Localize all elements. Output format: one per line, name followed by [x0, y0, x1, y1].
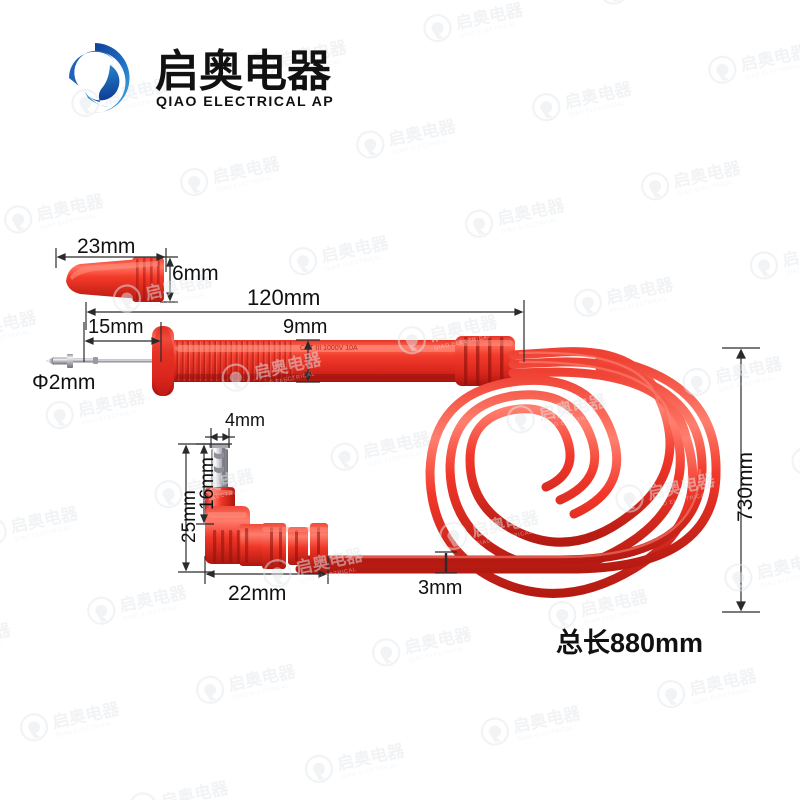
label-coil-height: 730mm: [734, 451, 757, 522]
svg-text:CAT III 1000V 10A: CAT III 1000V 10A: [300, 345, 358, 352]
label-plug-height: 25mm: [179, 490, 200, 543]
label-cap-diameter: 6mm: [172, 262, 219, 285]
swirl-q-icon: [68, 43, 130, 114]
label-probe-length: 120mm: [247, 285, 321, 310]
label-total-length: 总长880mm: [556, 628, 704, 658]
label-body-diameter: 9mm: [283, 316, 328, 338]
label-tip-length: 15mm: [88, 316, 144, 338]
label-tip-diameter: Φ2mm: [32, 371, 96, 394]
label-cable-diameter: 3mm: [418, 577, 463, 599]
logo-english-name: QIAO ELECTRICAL APPLIANCES: [156, 94, 335, 110]
label-cap-length: 23mm: [77, 235, 136, 258]
brand-logo: 启奥电器 QIAO ELECTRICAL APPLIANCES: [68, 43, 335, 114]
probe-metal-tip: [46, 354, 160, 368]
label-pin-diameter: 4mm: [225, 410, 265, 430]
logo-chinese-name: 启奥电器: [155, 47, 332, 96]
label-plug-body-length: 22mm: [228, 582, 287, 605]
label-pin-length: 16mm: [197, 457, 218, 510]
